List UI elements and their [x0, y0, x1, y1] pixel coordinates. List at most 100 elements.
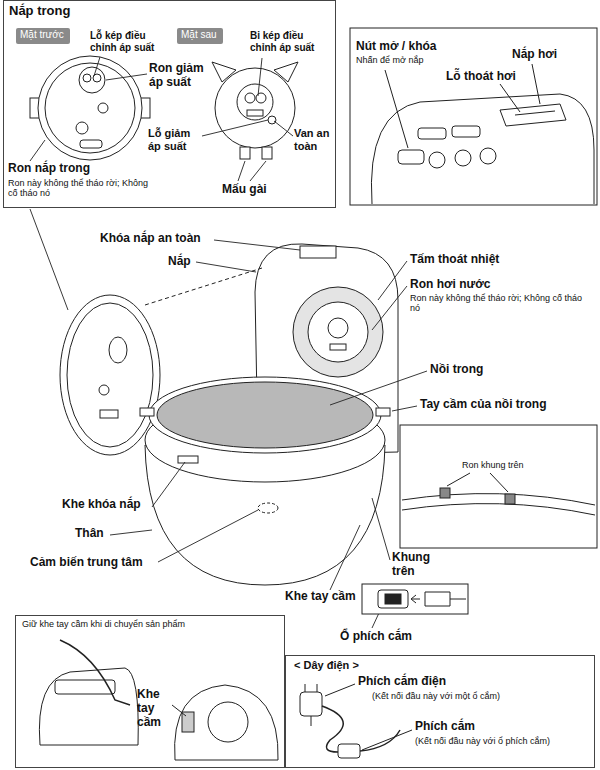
- drawing-stroke: [338, 744, 360, 758]
- carry-illustration: [39, 640, 278, 760]
- drawing-stroke: [440, 488, 450, 498]
- drawing-stroke: [330, 525, 360, 590]
- inner-lid-front: [30, 56, 150, 160]
- drawing-stroke: [293, 287, 383, 377]
- drawing-stroke: [505, 494, 515, 504]
- drawing-stroke: [256, 93, 266, 103]
- part-label: Khung trên: [392, 551, 437, 579]
- drawing-stroke: [429, 152, 445, 168]
- part-label: Ron hơi nước: [410, 278, 490, 292]
- drawing-stroke: [328, 318, 348, 338]
- inner-lid-back: [212, 62, 298, 159]
- drawing-stroke: [378, 261, 407, 300]
- drawing-stroke: [157, 382, 373, 448]
- drawing-stroke: [450, 599, 466, 600]
- part-label: Nồi trong: [430, 363, 483, 377]
- panel-heading: Giữ khe tay cầm khi di chuyển sản phẩm: [22, 619, 278, 629]
- drawing-stroke: [308, 302, 368, 362]
- part-label: Lỗ giảm áp suất: [148, 127, 202, 152]
- drawing-stroke: [100, 410, 118, 418]
- drawing-stroke: [515, 111, 555, 115]
- part-label: Mấu gài: [222, 183, 267, 197]
- drawing-stroke: [109, 337, 127, 363]
- drawing-stroke: [60, 295, 160, 455]
- part-label: Tấm thoát nhiệt: [410, 253, 499, 267]
- part-label: Nút mở / khóa: [356, 40, 437, 54]
- drawing-stroke: [202, 120, 268, 136]
- view-tab: Mặt trước: [16, 28, 70, 44]
- drawing-stroke: [67, 303, 153, 447]
- drawing-stroke: [376, 408, 390, 416]
- drawing-stroke: [330, 344, 346, 350]
- note-text: (Kết nối đầu này với một ổ cắm): [372, 691, 500, 701]
- tab-label: Mặt trước: [20, 29, 66, 41]
- drawing-stroke: [362, 730, 412, 750]
- drawing-stroke: [532, 64, 540, 104]
- drawing-stroke: [196, 262, 256, 272]
- part-label: Ổ phích cắm: [340, 630, 412, 644]
- drawing-stroke: [145, 268, 262, 305]
- drawing-stroke: [76, 122, 88, 134]
- drawing-stroke: [182, 712, 194, 732]
- view-tab: Mặt sau: [177, 28, 223, 44]
- note-text: Ron khung trên: [462, 460, 524, 470]
- drawing-stroke: [110, 530, 152, 535]
- drawing-stroke: [152, 462, 185, 507]
- control-panel-view: [350, 28, 597, 205]
- drawing-stroke: [149, 377, 381, 453]
- panel-frame: < Dây điện >: [285, 655, 595, 768]
- drawing-stroke: [452, 126, 480, 137]
- drawing-stroke: [372, 498, 390, 560]
- drawing-stroke: [500, 104, 566, 126]
- drawing-stroke: [392, 406, 417, 411]
- drawing-stroke: [325, 684, 355, 696]
- part-label: Nắp hơi: [512, 48, 557, 62]
- drawing-stroke: [500, 84, 520, 112]
- drawing-stroke: [378, 590, 408, 608]
- drawing-stroke: [247, 110, 263, 116]
- part-label: Phích cắm điện: [358, 675, 446, 689]
- drawing-stroke: [215, 68, 295, 148]
- drawing-stroke: [330, 371, 427, 405]
- part-label: Khóa nắp an toàn: [100, 232, 201, 246]
- drawing-stroke: [172, 705, 186, 716]
- drawing-stroke: [317, 684, 318, 692]
- part-label: Ron giảm áp suất: [149, 62, 207, 90]
- part-label: Khe khóa nắp: [62, 498, 141, 512]
- drawing-stroke: [480, 148, 496, 164]
- part-label: Cảm biến trung tâm: [30, 556, 143, 570]
- drawing-stroke: [158, 510, 258, 562]
- drawing-stroke: [385, 594, 401, 604]
- drawing-stroke: [490, 473, 508, 492]
- drawing-stroke: [258, 58, 262, 96]
- drawing-stroke: [250, 161, 266, 181]
- drawing-stroke: [45, 63, 135, 153]
- panel-heading: < Dây điện >: [294, 659, 586, 672]
- rim-gasket-detail: [400, 425, 597, 548]
- drawing-stroke: [300, 246, 336, 258]
- drawing-stroke: [60, 640, 130, 705]
- drawing-stroke: [140, 408, 154, 416]
- drawing-stroke: [411, 595, 420, 603]
- note-text: Nhấn để mở nắp: [356, 55, 423, 65]
- drawing-stroke: [447, 473, 470, 486]
- note-text: (Kết nối đầu này với ổ phích cắm): [415, 736, 550, 746]
- drawing-stroke: [258, 503, 278, 513]
- drawing-stroke: [372, 286, 407, 330]
- drawing-stroke: [175, 685, 278, 760]
- drawing-stroke: [98, 103, 108, 113]
- drawing-stroke: [311, 716, 312, 726]
- drawing-stroke: [360, 730, 400, 751]
- drawing-stroke: [38, 56, 142, 160]
- drawing-stroke: [455, 150, 471, 166]
- drawing-stroke: [385, 70, 408, 148]
- socket-detail: [362, 584, 468, 614]
- cooker-body: [140, 377, 390, 585]
- drawing-stroke: [300, 692, 322, 716]
- drawing-stroke: [99, 385, 109, 395]
- part-label: Lỗ kép điều chỉnh áp suất: [90, 30, 164, 53]
- drawing-stroke: [418, 128, 446, 139]
- drawing-stroke: [245, 93, 255, 103]
- drawing-stroke: [178, 456, 198, 463]
- drawing-stroke: [237, 84, 273, 120]
